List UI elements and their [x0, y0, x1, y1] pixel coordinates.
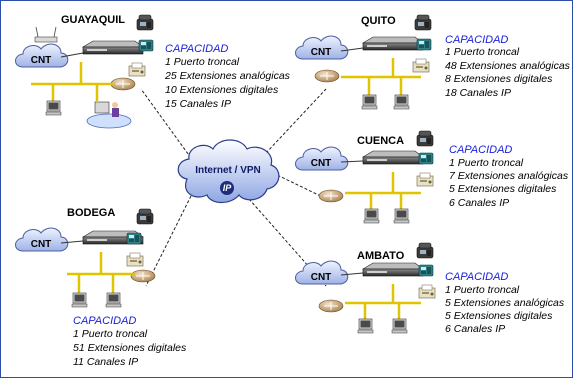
capacity-line: 10 Extensiones digitales — [165, 84, 279, 96]
teal-phone-icon — [416, 38, 432, 51]
pc-icon — [363, 208, 380, 224]
lan-bus — [67, 252, 135, 293]
site-name: AMBATO — [357, 250, 405, 262]
site-name: CUENCA — [357, 135, 404, 147]
ip-icon — [220, 181, 234, 195]
pc-icon — [71, 292, 88, 308]
capacity-line: 6 Canales IP — [445, 323, 505, 335]
phone-icon — [414, 14, 432, 31]
cnt-cloud: CNT — [295, 260, 349, 285]
pc-icon — [357, 318, 374, 334]
capacity-line: 8 Extensiones digitales — [445, 73, 553, 85]
capacity-line: 5 Extensiones digitales — [445, 310, 553, 322]
router-icon — [130, 269, 156, 283]
lan-bus — [341, 58, 421, 95]
lan-bus — [345, 284, 421, 319]
phone-icon — [136, 14, 154, 31]
wan-link-bodega — [145, 195, 192, 287]
cnt-cloud: CNT — [295, 146, 349, 171]
cnt-cloud-label: CNT — [311, 47, 332, 58]
fax-icon — [128, 62, 146, 77]
wan-link-cuenca — [272, 172, 332, 202]
site-guayaquil: GUAYAQUIL CNT CAPACIDAD 1 P — [15, 14, 291, 129]
wan-link-quito — [265, 88, 327, 154]
cnt-cloud: CNT — [15, 43, 69, 68]
internet-vpn-cloud: Internet / VPN IP — [177, 139, 280, 204]
site-bodega: BODEGA CNT CAPACIDAD 1 Puerto troncal 51… — [15, 207, 187, 368]
pc-icon — [393, 94, 410, 110]
site-ambato: AMBATO CNT CAPACIDAD 1 Puerto troncal 5 … — [295, 242, 565, 335]
capacity-line: 5 Extensiones digitales — [449, 183, 557, 195]
capacity-title: CAPACIDAD — [165, 43, 228, 55]
fax-icon — [416, 172, 434, 187]
capacity-line: 6 Canales IP — [449, 197, 509, 209]
capacity-line: 15 Canales IP — [165, 98, 231, 110]
cnt-link — [340, 272, 364, 276]
fax-icon — [418, 284, 436, 299]
capacity-line: 1 Puerto troncal — [449, 157, 524, 169]
cnt-link — [60, 52, 84, 58]
user-workstation-icon — [86, 101, 132, 129]
capacity-line: 11 Canales IP — [73, 356, 138, 368]
cnt-cloud-label: CNT — [31, 55, 52, 66]
teal-phone-icon — [126, 232, 142, 245]
site-quito: QUITO CNT CAPACIDAD 1 Puerto troncal 48 … — [295, 14, 571, 110]
lan-bus — [31, 62, 113, 101]
capacity-line: 25 Extensiones analógicas — [164, 70, 291, 82]
capacity-title: CAPACIDAD — [445, 34, 508, 46]
router-icon — [318, 299, 344, 313]
cnt-cloud: CNT — [15, 227, 69, 252]
phone-icon — [416, 130, 434, 147]
site-name: GUAYAQUIL — [61, 14, 125, 26]
site-cuenca: CUENCA CNT CAPACIDAD 1 Puerto troncal 7 … — [295, 130, 569, 224]
pbx-icon — [362, 150, 424, 165]
cnt-link — [60, 240, 84, 244]
capacity-line: 1 Puerto troncal — [445, 284, 520, 296]
wan-link-guayaquil — [140, 88, 192, 159]
ip-label: IP — [223, 183, 233, 193]
site-name: QUITO — [361, 15, 396, 27]
capacity-line: 1 Puerto troncal — [165, 56, 240, 68]
pbx-icon — [362, 36, 424, 51]
router-icon — [318, 189, 344, 203]
capacity-title: CAPACIDAD — [73, 315, 136, 327]
lan-bus — [345, 172, 421, 209]
capacity-line: 51 Extensiones digitales — [73, 342, 187, 354]
cnt-cloud-label: CNT — [311, 158, 332, 169]
pc-icon — [45, 100, 62, 116]
cnt-cloud-label: CNT — [311, 272, 332, 283]
internet-vpn-label: Internet / VPN — [195, 165, 261, 176]
pbx-icon — [82, 40, 144, 55]
pc-icon — [361, 94, 378, 110]
capacity-title: CAPACIDAD — [445, 271, 508, 283]
pbx-icon — [362, 262, 424, 277]
capacity-line: 18 Canales IP — [445, 87, 511, 99]
capacity-line: 48 Extensiones analógicas — [445, 60, 571, 72]
teal-phone-icon — [138, 39, 154, 52]
cnt-link — [340, 47, 364, 52]
fax-icon — [126, 252, 144, 267]
cnt-cloud-label: CNT — [31, 239, 52, 250]
pc-icon — [393, 208, 410, 224]
pc-icon — [105, 292, 122, 308]
site-name: BODEGA — [67, 207, 115, 219]
phone-icon — [136, 208, 154, 225]
router-icon — [314, 69, 340, 83]
pc-icon — [391, 318, 408, 334]
capacity-line: 7 Extensiones analógicas — [449, 170, 569, 182]
capacity-title: CAPACIDAD — [449, 144, 512, 156]
teal-phone-icon — [418, 152, 434, 165]
capacity-line: 5 Extensiones analógicas — [445, 297, 565, 309]
router-icon — [110, 77, 136, 91]
cnt-link — [340, 160, 364, 163]
phone-icon — [416, 242, 434, 259]
fax-icon — [412, 58, 430, 73]
capacity-line: 1 Puerto troncal — [445, 46, 520, 58]
wifi-access-point-icon — [34, 26, 58, 43]
capacity-line: 1 Puerto troncal — [73, 328, 148, 340]
cnt-cloud: CNT — [295, 35, 349, 60]
teal-phone-icon — [418, 264, 434, 277]
